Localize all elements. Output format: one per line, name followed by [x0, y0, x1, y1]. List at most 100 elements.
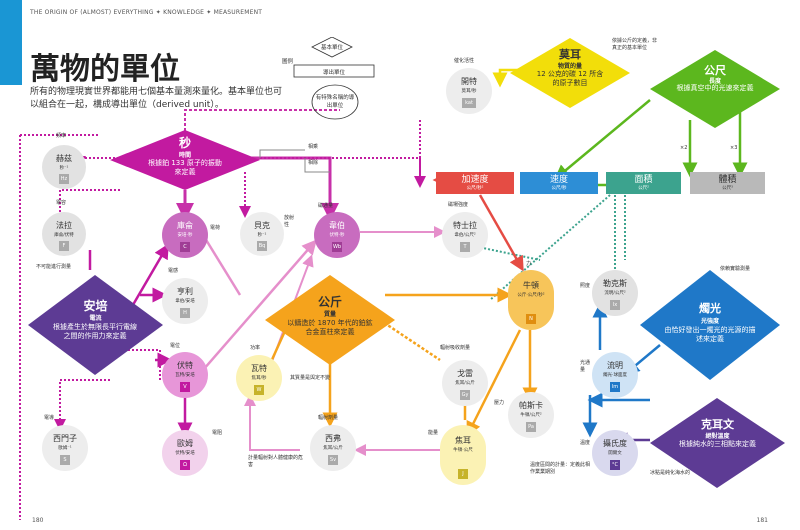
- pascal-symbol-box: Pa: [526, 422, 536, 432]
- kelvin-name: 克耳文: [701, 418, 734, 431]
- pascal-sym: 牛頓/公尺²: [520, 413, 542, 418]
- newton-qty: 力: [526, 261, 532, 267]
- hertz-qty: 頻率: [56, 133, 67, 139]
- pascal-qty: 壓力: [494, 400, 505, 406]
- legend-label: 圖例: [282, 59, 294, 65]
- farad-name: 法拉: [56, 221, 72, 230]
- hertz-symbol-box: Hz: [59, 174, 69, 184]
- ohm-sym: 伏特/安培: [175, 451, 195, 456]
- ohm-name: 歐姆: [177, 439, 193, 448]
- lumen-symbol-box: lm: [610, 382, 620, 392]
- becquerel-sym: 秒⁻¹: [257, 233, 267, 238]
- tesla-symbol-box: T: [460, 242, 470, 252]
- circle-henry: 亨利 韋伯/安培 H: [162, 278, 208, 324]
- siemens-sym: 歐姆⁻¹: [58, 446, 72, 451]
- katal-qty: 催化活性: [454, 58, 475, 64]
- henry-symbol-box: H: [180, 308, 190, 318]
- watt-symbol-box: W: [254, 385, 264, 395]
- celsius-name: 攝氏度: [603, 439, 627, 448]
- celsius-sym: 開爾文: [608, 451, 622, 456]
- pascal-name: 帕斯卡: [519, 401, 543, 410]
- henry-qty: 電感: [168, 268, 179, 274]
- weber-name: 韋伯: [329, 221, 345, 230]
- intro-text: 所有的物理現實世界都能用七個基本量測來量化。基本單位也可以組合在一起，構成導出單…: [30, 87, 283, 110]
- velocity-name: 速度: [549, 175, 568, 185]
- ohm-qty: 電阻: [212, 430, 223, 436]
- kilogram-name: 公斤: [317, 295, 342, 309]
- metre-quantity: 長度: [708, 78, 721, 85]
- circle-tesla: 特士拉 韋伯/公尺² T: [442, 212, 488, 258]
- katal-name: 開特: [461, 77, 477, 86]
- newton-sym: 公斤·公尺/秒²: [517, 293, 545, 298]
- coulomb-qty: 電荷: [210, 225, 221, 231]
- page-number-left: 180: [32, 517, 44, 524]
- diamond-kilogram: 公斤 質量 以鑄造於 1870 年代的鉑鉱合金直柱來定義: [265, 275, 395, 365]
- volt-sym: 瓦特/安培: [175, 373, 195, 378]
- volume-name: 體積: [718, 175, 737, 185]
- circle-farad: 法拉 庫侖/伏特 F: [42, 212, 86, 256]
- x3-label: ×3: [730, 145, 738, 151]
- siemens-symbol-box: S: [60, 455, 70, 465]
- kilogram-quantity: 質量: [323, 311, 336, 318]
- breadcrumb: THE ORIGIN OF (ALMOST) EVERYTHING ✦ KNOW…: [30, 9, 263, 16]
- henry-sym: 韋伯/安培: [175, 299, 195, 304]
- volume-sym: 公尺³: [722, 186, 733, 191]
- mole-quantity: 物質的量: [557, 63, 582, 70]
- page-title: 萬物的單位: [30, 52, 180, 87]
- divide-label: 相除: [308, 160, 319, 166]
- gray-qty: 輻射吸收劑量: [440, 345, 471, 351]
- circle-hertz: 赫茲 秒⁻¹ Hz: [42, 145, 86, 189]
- diamond-metre: 公尺 長度 根據真空中的光速來定義: [650, 50, 780, 128]
- becquerel-symbol-box: Bq: [257, 241, 267, 251]
- lumen-name: 流明: [607, 361, 623, 370]
- farad-symbol-box: F: [59, 241, 69, 251]
- coulomb-name: 庫侖: [177, 221, 193, 230]
- lumen-sym: 燭光·球面度: [603, 373, 627, 378]
- celsius-note: 冰點是純化海水的: [650, 470, 691, 476]
- rect-velocity: 速度 公尺/秒: [520, 172, 598, 194]
- coulomb-symbol-box: C: [180, 242, 190, 252]
- volt-symbol-box: V: [180, 382, 190, 392]
- circle-katal: 開特 莫耳/秒 kat: [446, 68, 492, 114]
- gray-name: 戈雷: [457, 369, 473, 378]
- circle-joule: 焦耳 牛頓·公尺 J: [440, 425, 486, 485]
- diamond-candela: 燭光 光強度 由恰好發出一燭光的光源的描述來定義: [640, 270, 780, 380]
- candela-name: 燭光: [699, 302, 721, 315]
- tesla-name: 特士拉: [453, 221, 477, 230]
- legend-named-unit: 有特殊名稱的導出單位: [315, 95, 355, 109]
- ampere-desc: 根據產生於無限長平行電線之間的作用力來定義: [53, 323, 137, 340]
- second-quantity: 時間: [178, 152, 191, 159]
- circle-celsius: 攝氏度 開爾文 °C: [592, 430, 638, 476]
- rect-volume: 體積 公尺³: [690, 172, 765, 194]
- henry-name: 亨利: [177, 287, 193, 296]
- circle-pascal: 帕斯卡 牛頓/公尺² Pa: [508, 392, 554, 438]
- metre-name: 公尺: [704, 64, 726, 77]
- circle-sievert: 西弗 焦耳/公斤 Sv: [310, 425, 356, 471]
- volt-qty: 電位: [170, 343, 181, 349]
- legend-derived-unit: 導出單位: [322, 70, 345, 76]
- diamond-kelvin: 克耳文 絕對溫度 根據純水的三相點來定義: [650, 398, 785, 488]
- candela-desc: 由恰好發出一燭光的光源的描述來定義: [664, 326, 756, 343]
- second-desc: 根據鉑 133 原子的振動來定義: [148, 159, 222, 176]
- acceleration-name: 加速度: [461, 175, 489, 185]
- mole-note: 依據公斤的定義，非真正的基本單位: [612, 38, 658, 51]
- velocity-sym: 公尺/秒: [551, 186, 567, 191]
- newton-symbol-box: N: [526, 314, 536, 324]
- circle-watt: 瓦特 焦耳/秒 W: [236, 355, 282, 401]
- lumen-qty: 光通量: [580, 360, 591, 373]
- weber-qty: 磁通量: [318, 203, 334, 209]
- circle-lux: 勒克斯 流明/公尺² lx: [592, 270, 638, 316]
- becquerel-name: 貝克: [254, 221, 270, 230]
- legend-box: 圖例 基本單位 導出單位 有特殊名稱的導出單位: [280, 37, 410, 127]
- joule-name: 焦耳: [455, 436, 471, 445]
- ohm-symbol-box: Ω: [180, 460, 190, 470]
- ampere-name: 安培: [83, 299, 108, 313]
- candela-note: 依賴實驗測量: [720, 266, 751, 272]
- kilogram-desc: 以鑄造於 1870 年代的鉑鉱合金直柱來定義: [287, 319, 373, 336]
- circle-weber: 韋伯 伏特·秒 Wb: [314, 212, 360, 258]
- page-number-right: 181: [756, 517, 768, 524]
- circle-volt: 伏特 瓦特/安培 V: [162, 352, 208, 398]
- volt-note: 其質量是與定不變: [290, 375, 331, 381]
- lux-symbol-box: lx: [610, 300, 620, 310]
- kelvin-quantity: 絕對溫度: [705, 433, 730, 440]
